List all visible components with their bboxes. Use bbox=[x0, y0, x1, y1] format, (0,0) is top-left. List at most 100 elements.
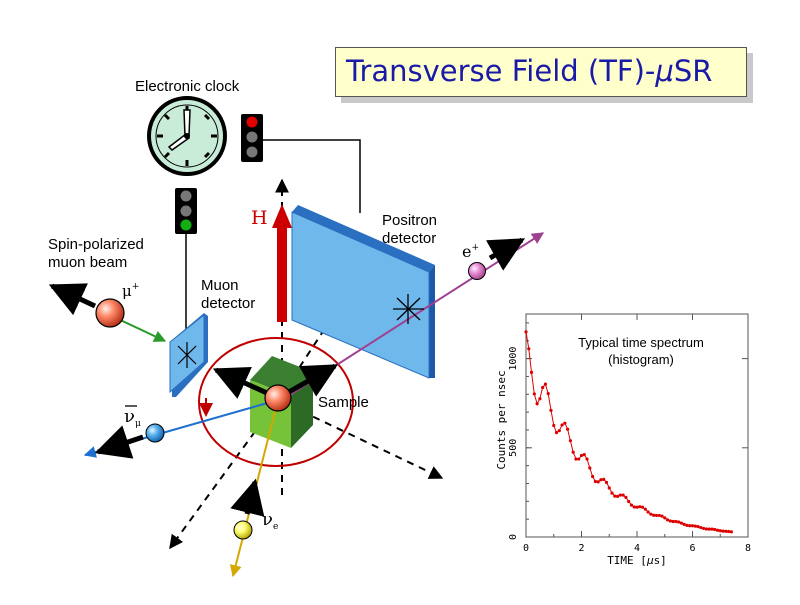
spectrum-point bbox=[599, 478, 603, 482]
spectrum-point bbox=[535, 402, 539, 406]
chart-ylabel: Counts per nsec bbox=[495, 370, 508, 469]
spectrum-point bbox=[582, 452, 586, 457]
page-title: Transverse Field (TF)-μSR bbox=[346, 54, 713, 88]
spectrum-point bbox=[557, 429, 561, 433]
spectrum-point bbox=[654, 513, 659, 518]
spectrum-point bbox=[668, 519, 672, 523]
field-label-h: H bbox=[251, 207, 268, 229]
spectrum-point bbox=[579, 453, 584, 458]
spectrum-point bbox=[524, 330, 528, 334]
spectrum-point bbox=[588, 466, 592, 470]
spectrum-point bbox=[671, 519, 675, 524]
signal-wires bbox=[185, 139, 361, 330]
spectrum-point bbox=[615, 494, 620, 498]
spectrum-point bbox=[571, 450, 575, 454]
precession-ellipse bbox=[198, 337, 354, 467]
spectrum-point bbox=[726, 529, 731, 534]
spectrum-point bbox=[674, 519, 678, 524]
spectrum-point bbox=[546, 391, 550, 396]
spectrum-point bbox=[527, 347, 531, 351]
spectrum-point bbox=[529, 370, 534, 374]
positron-detector bbox=[291, 205, 435, 379]
traffic-light-icon-left bbox=[175, 188, 197, 234]
positron-detector-label-line1: Positron bbox=[382, 212, 438, 229]
spectrum-point bbox=[688, 524, 692, 528]
nu-mu-symbol: νμ bbox=[124, 406, 141, 429]
spectrum-point bbox=[632, 505, 636, 509]
spectrum-point bbox=[649, 512, 653, 516]
beam-label-line1: Spin-polarized bbox=[48, 236, 144, 253]
spectrum-point bbox=[657, 513, 661, 518]
spectrum-point bbox=[646, 510, 650, 514]
spectrum-point bbox=[682, 522, 686, 526]
spectrum-point bbox=[635, 505, 639, 509]
spectrum-point bbox=[629, 503, 634, 507]
sample-label: Sample bbox=[318, 394, 369, 411]
spectrum-point bbox=[541, 385, 545, 390]
spectrum-point bbox=[690, 524, 695, 528]
spectrum-point bbox=[607, 486, 611, 490]
spectrum-point bbox=[563, 421, 567, 425]
spectrum-point bbox=[560, 423, 564, 427]
spectrum-point bbox=[585, 457, 589, 461]
muon-ball-sample bbox=[264, 384, 292, 412]
chart-annotation-line2: (histogram) bbox=[608, 352, 674, 367]
positron-symbol: e+ bbox=[462, 242, 479, 261]
title-box: Transverse Field (TF)-μSR bbox=[335, 47, 747, 97]
spectrum-point bbox=[591, 474, 595, 479]
spectrum-point bbox=[693, 524, 697, 528]
spectrum-point bbox=[568, 439, 573, 443]
clock-label: Electronic clock bbox=[135, 78, 240, 95]
muon-detector-label-line1: Muon bbox=[201, 277, 239, 294]
spectrum-point bbox=[640, 505, 645, 509]
x-tick-label: 6 bbox=[689, 543, 695, 554]
chart-annotation-line1: Typical time spectrum bbox=[578, 335, 704, 350]
spectrum-point bbox=[713, 527, 717, 532]
muon-symbol: μ+ bbox=[122, 282, 139, 300]
hit-burst-muon bbox=[177, 342, 197, 368]
spectrum-point bbox=[602, 477, 606, 481]
spectrum-point bbox=[621, 493, 625, 497]
spectrum-point bbox=[532, 392, 536, 396]
clock-icon bbox=[147, 96, 227, 176]
spectrum-point bbox=[554, 431, 559, 435]
beam-label-line2: muon beam bbox=[48, 254, 128, 271]
positron-ball bbox=[468, 262, 486, 280]
spectrum-point bbox=[627, 499, 631, 504]
spectrum-point bbox=[610, 491, 614, 495]
spectrum-point bbox=[685, 523, 689, 528]
hit-burst-positron bbox=[393, 294, 424, 324]
spectrum-point bbox=[663, 516, 667, 520]
positron-detector-label-line2: detector bbox=[382, 230, 437, 247]
spectrum-point bbox=[718, 529, 722, 533]
spectrum-point bbox=[577, 457, 581, 461]
spectrum-point bbox=[729, 530, 733, 534]
muon-detector-label-line2: detector bbox=[201, 295, 256, 312]
traffic-light-icon-top bbox=[241, 114, 263, 162]
spectrum-point bbox=[549, 408, 553, 412]
spectrum-point bbox=[624, 495, 628, 499]
spectrum-point bbox=[604, 480, 609, 485]
spectrum-point bbox=[574, 457, 578, 461]
spectrum-point bbox=[543, 382, 548, 386]
y-tick-label: 500 bbox=[508, 439, 519, 457]
spectrum-point bbox=[721, 529, 725, 533]
nu-mu-ball bbox=[145, 423, 165, 443]
spectrum-point bbox=[702, 526, 706, 531]
spectrum-point bbox=[724, 529, 728, 533]
chart-marks bbox=[524, 330, 733, 534]
spectrum-point bbox=[660, 514, 664, 518]
spectrum-point bbox=[613, 494, 617, 498]
x-tick-label: 2 bbox=[578, 543, 584, 554]
field-arrow-h bbox=[272, 204, 292, 322]
x-tick-label: 8 bbox=[745, 543, 751, 554]
nu-e-symbol: νe bbox=[262, 509, 278, 532]
spectrum-point bbox=[566, 427, 570, 431]
x-tick-label: 0 bbox=[523, 543, 529, 554]
spectrum-point bbox=[538, 397, 542, 401]
spectrum-point bbox=[699, 525, 703, 530]
spectrum-point bbox=[618, 493, 622, 497]
